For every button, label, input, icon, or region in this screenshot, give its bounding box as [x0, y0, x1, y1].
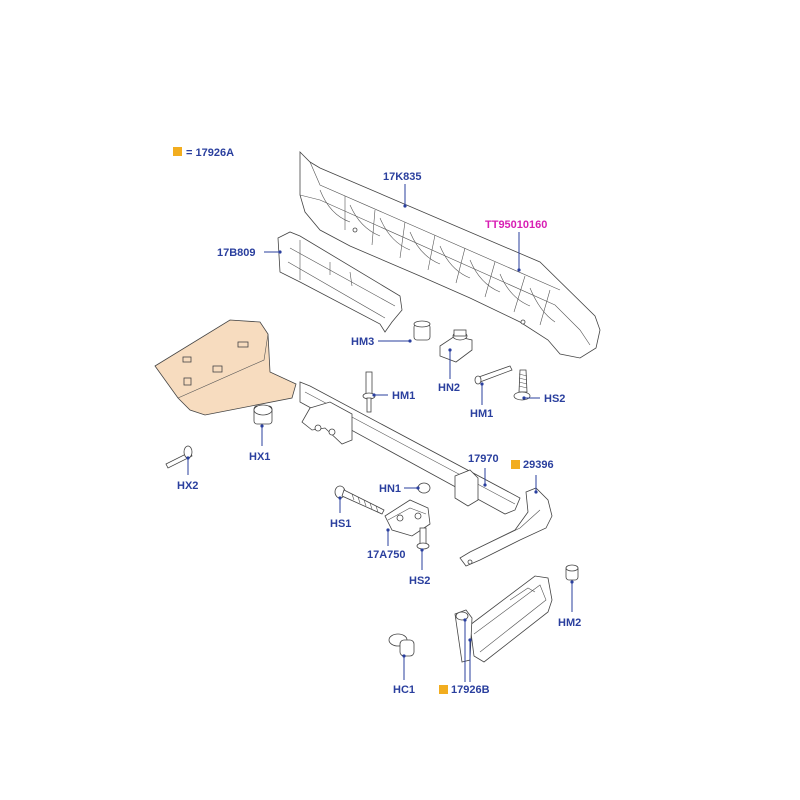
rivet-hm1-upper	[362, 371, 376, 413]
label-17k835: 17K835	[383, 171, 422, 183]
marker-29396	[511, 460, 520, 469]
label-17970: 17970	[468, 453, 499, 465]
leader-lines	[186, 184, 574, 682]
label-hs2-upper: HS2	[544, 393, 565, 405]
screw-hs2-lower	[416, 527, 430, 550]
label-hm3: HM3	[351, 336, 374, 348]
label-hx1: HX1	[249, 451, 270, 463]
label-hs2-lower: HS2	[409, 575, 430, 587]
label-17a750: 17A750	[367, 549, 406, 561]
corner-29396	[459, 487, 553, 567]
spacer-hm3	[413, 320, 431, 341]
latch-17a750	[384, 499, 431, 537]
label-hn2: HN2	[438, 382, 460, 394]
label-hs1: HS1	[330, 518, 351, 530]
label-hm2: HM2	[558, 617, 581, 629]
label-hm1-lower: HM1	[470, 408, 493, 420]
nut-hn1	[417, 482, 431, 494]
label-17b809: 17B809	[217, 247, 256, 259]
label-17926b: 17926B	[451, 684, 490, 696]
beam-17970	[299, 381, 521, 515]
screw-hs2-upper	[513, 369, 531, 401]
bumper-hm2	[565, 564, 579, 581]
label-hn1: HN1	[379, 483, 401, 495]
rivet-hm1-lower	[474, 365, 513, 385]
end-cap-17926b	[454, 575, 553, 663]
legend-text: = 17926A	[186, 147, 234, 159]
marker-17926b	[439, 685, 448, 694]
label-hx2: HX2	[177, 480, 198, 492]
bushing-hx1	[253, 404, 273, 425]
bolt-hs1	[334, 485, 385, 515]
label-tt95010160: TT95010160	[485, 219, 547, 231]
rivet-hx2	[165, 445, 193, 469]
beam-17k835	[299, 151, 601, 359]
cap-hc1	[388, 633, 415, 657]
label-29396: 29396	[523, 459, 554, 471]
clip-nut-hn2	[439, 329, 473, 363]
legend-marker	[173, 147, 182, 156]
label-hm1-upper: HM1	[392, 390, 415, 402]
bracket-17b809	[277, 231, 403, 333]
label-hc1: HC1	[393, 684, 415, 696]
end-plate-17926a	[154, 319, 297, 416]
